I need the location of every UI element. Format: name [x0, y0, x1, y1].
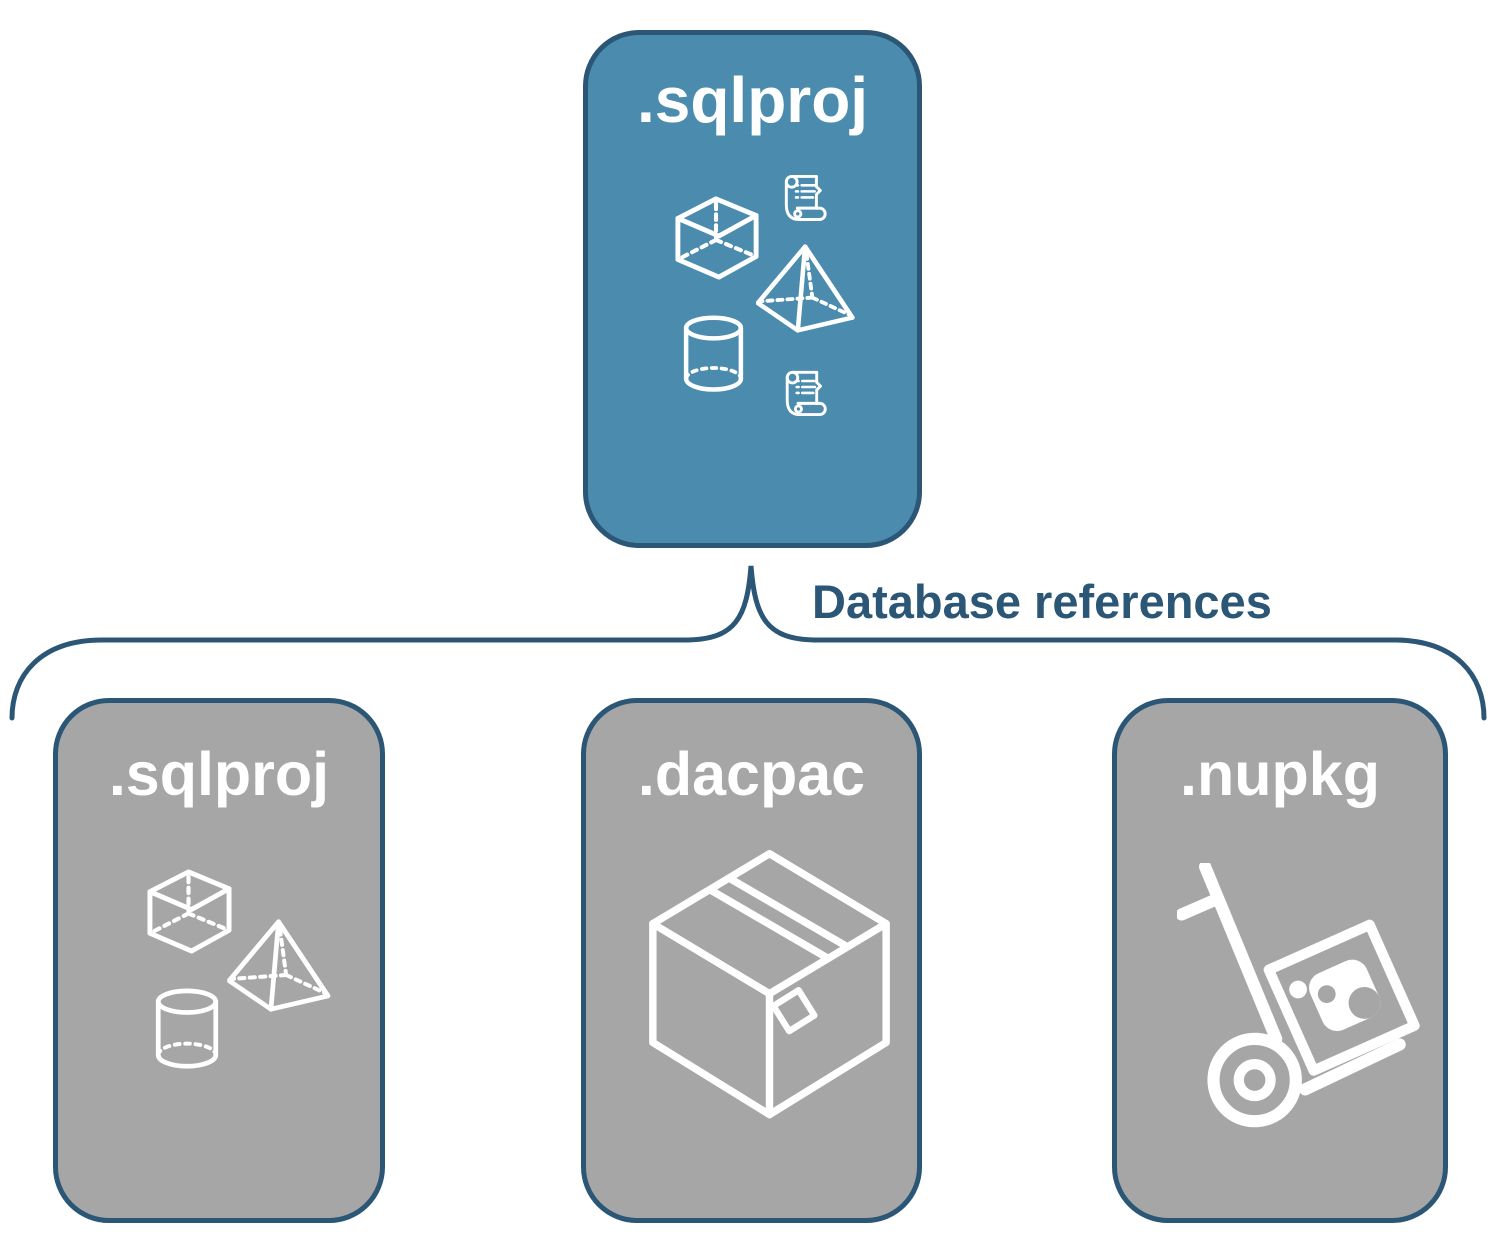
pyramid-icon: [227, 918, 332, 1013]
pyramid-icon: [756, 243, 856, 334]
child-node-title: .nupkg: [1180, 740, 1380, 808]
package-box-icon: [642, 841, 897, 1122]
cylinder-icon: [682, 315, 745, 394]
script-scroll-icon: [781, 366, 832, 419]
connector-label: Database references: [812, 575, 1272, 628]
node-child-nupkg: .nupkg: [1112, 698, 1448, 1223]
cube-icon: [145, 864, 234, 955]
node-root-sqlproj: .sqlproj: [583, 30, 922, 548]
node-child-dacpac: .dacpac: [581, 698, 922, 1223]
node-child-sqlproj: .sqlproj: [53, 698, 385, 1223]
script-scroll-icon: [780, 170, 832, 224]
root-node-title: .sqlproj: [636, 64, 869, 136]
child-node-title: .sqlproj: [108, 740, 330, 808]
nuget-handtruck-icon: [1177, 863, 1439, 1139]
child-node-title: .dacpac: [637, 740, 866, 808]
cube-icon: [673, 191, 761, 281]
cylinder-icon: [154, 988, 220, 1071]
